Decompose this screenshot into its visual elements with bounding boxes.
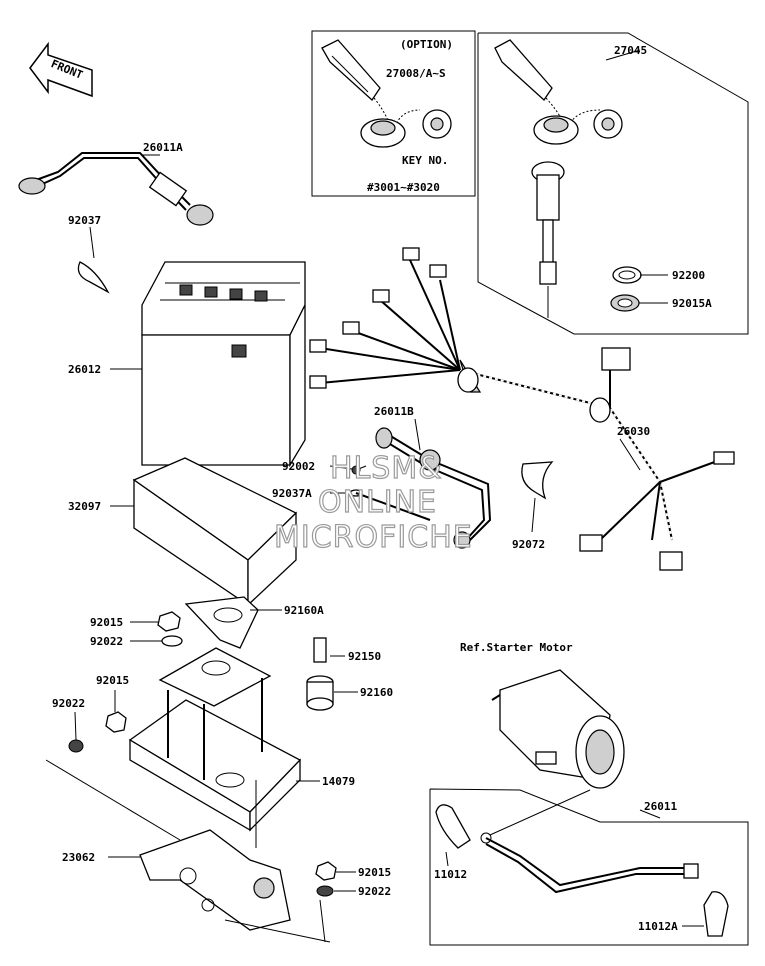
tray-32097: 32097 <box>68 457 298 607</box>
label-26011A: 26011A <box>143 141 183 154</box>
cable-26011B: 26011B 92002 92037A <box>272 405 492 549</box>
label-92150: 92150 <box>348 650 381 663</box>
label-92200: 92200 <box>672 269 705 282</box>
label-26011B: 26011B <box>374 405 414 418</box>
watermark-line-3: MICROFICHE <box>274 520 473 555</box>
wiring-harness-26030: 26030 <box>309 247 735 571</box>
battery-bracket-assembly: 92160A 92015 92022 92150 92160 92015 920… <box>45 596 393 943</box>
label-92015-left: 92015 <box>96 674 129 687</box>
band-92037: 92037 <box>68 214 110 294</box>
watermark-line-1: HLSM& <box>330 451 443 486</box>
key-no-label: KEY NO. <box>402 154 448 167</box>
starter-motor: Ref.Starter Motor <box>460 641 625 836</box>
label-92015-bottom: 92015 <box>358 866 391 879</box>
label-92072: 92072 <box>512 538 545 551</box>
label-92002: 92002 <box>282 460 315 473</box>
option-title: (OPTION) <box>400 38 453 51</box>
label-92022-left: 92022 <box>52 697 85 710</box>
label-92037: 92037 <box>68 214 101 227</box>
watermark-line-2: ONLINE <box>318 485 437 520</box>
ignition-set-box: 27045 92200 92015A <box>477 32 749 335</box>
option-box: (OPTION) 27008/A~S KEY NO. #3001~#3020 <box>311 30 476 197</box>
label-11012A: 11012A <box>638 920 678 933</box>
option-part-label: 27008/A~S <box>386 67 446 80</box>
label-92015-top: 92015 <box>90 616 123 629</box>
battery-cable-26011A: 26011A <box>18 141 214 226</box>
label-23062: 23062 <box>62 851 95 864</box>
label-92015A: 92015A <box>672 297 712 310</box>
band-92072: 92072 <box>512 461 554 551</box>
label-92022-bottom: 92022 <box>358 885 391 898</box>
label-14079: 14079 <box>322 775 355 788</box>
key-range-label: #3001~#3020 <box>367 181 440 194</box>
label-92160A: 92160A <box>284 604 324 617</box>
battery-26012: 26012 <box>68 261 306 468</box>
front-arrow-icon: FRONT <box>29 41 93 98</box>
label-32097: 32097 <box>68 500 101 513</box>
label-27045: 27045 <box>614 44 647 57</box>
starter-cable-box: 26011 11012 11012A <box>429 788 749 946</box>
label-26011: 26011 <box>644 800 677 813</box>
label-92037A: 92037A <box>272 487 312 500</box>
label-26012: 26012 <box>68 363 101 376</box>
label-92022-top: 92022 <box>90 635 123 648</box>
label-26030: 26030 <box>617 425 650 438</box>
watermark: HLSM& ONLINE MICROFICHE <box>273 450 473 555</box>
label-11012: 11012 <box>434 868 467 881</box>
reference-label: Ref.Starter Motor <box>460 641 573 654</box>
label-92160: 92160 <box>360 686 393 699</box>
